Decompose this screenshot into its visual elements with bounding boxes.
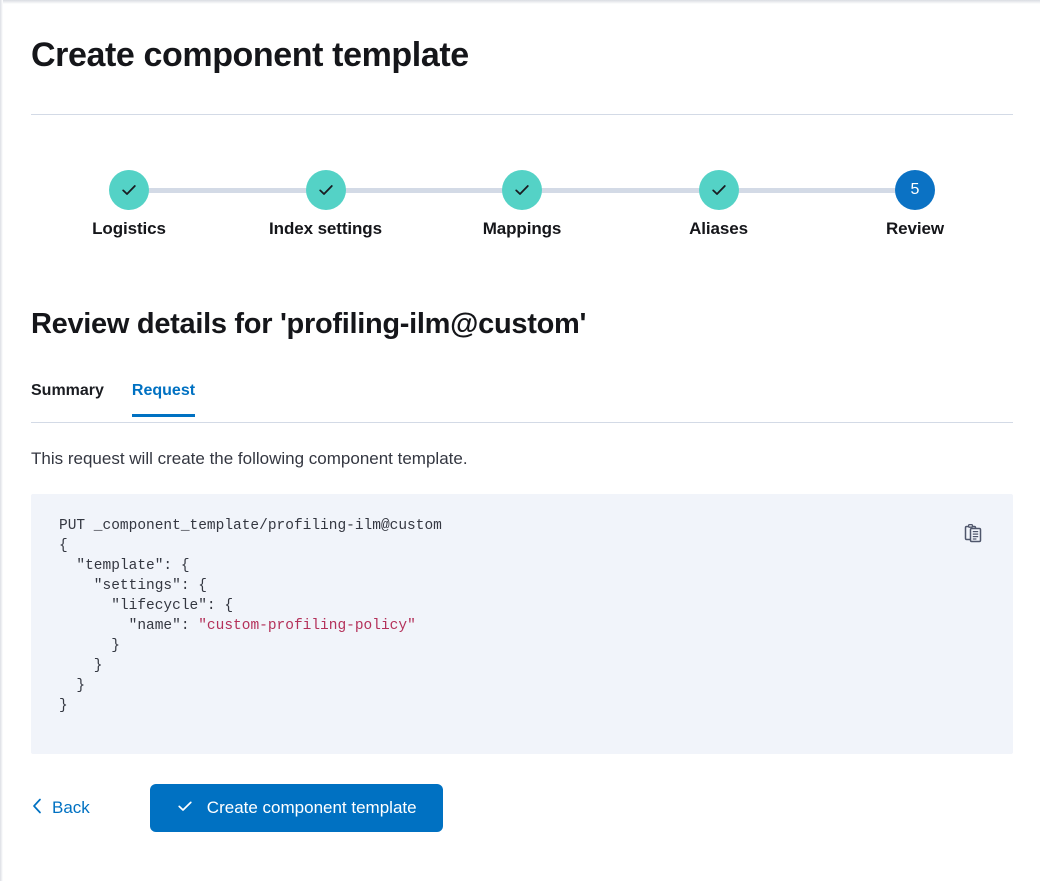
chevron-left-icon xyxy=(31,797,43,820)
stepper-step-label: Index settings xyxy=(269,219,382,238)
step-number: 5 xyxy=(910,181,920,198)
footer-actions: Back Create component template xyxy=(31,784,443,832)
review-tabs: Summary Request xyxy=(31,380,1013,423)
review-heading: Review details for 'profiling-ilm@custom… xyxy=(31,308,587,340)
stepper-step-label: Aliases xyxy=(689,219,748,238)
stepper-step-label: Review xyxy=(886,219,944,238)
check-icon xyxy=(109,170,149,210)
tab-summary[interactable]: Summary xyxy=(31,380,104,416)
check-icon xyxy=(305,170,346,210)
stepper-step-index-settings[interactable]: Index settings xyxy=(236,170,416,239)
stepper-step-logistics[interactable]: Logistics xyxy=(39,170,219,239)
copy-icon[interactable] xyxy=(961,520,987,546)
check-icon xyxy=(698,170,739,210)
request-code: PUT _component_template/profiling-ilm@cu… xyxy=(59,518,442,714)
check-icon xyxy=(176,797,194,820)
create-component-template-button-label: Create component template xyxy=(206,798,417,817)
back-button[interactable]: Back xyxy=(31,797,90,820)
tab-request[interactable]: Request xyxy=(131,380,196,417)
request-description: This request will create the following c… xyxy=(31,449,468,468)
stepper-step-aliases[interactable]: Aliases xyxy=(629,170,809,239)
back-button-label: Back xyxy=(52,798,90,817)
title-divider xyxy=(31,114,1013,115)
request-code-panel: PUT _component_template/profiling-ilm@cu… xyxy=(31,494,1013,754)
stepper-step-mappings[interactable]: Mappings xyxy=(432,170,612,239)
create-component-template-button[interactable]: Create component template xyxy=(149,784,443,832)
stepper-step-label: Logistics xyxy=(92,219,166,238)
step-number-badge: 5 xyxy=(895,170,935,210)
stepper-step-label: Mappings xyxy=(482,219,562,238)
check-icon xyxy=(502,170,542,210)
page-title: Create component template xyxy=(31,36,469,74)
